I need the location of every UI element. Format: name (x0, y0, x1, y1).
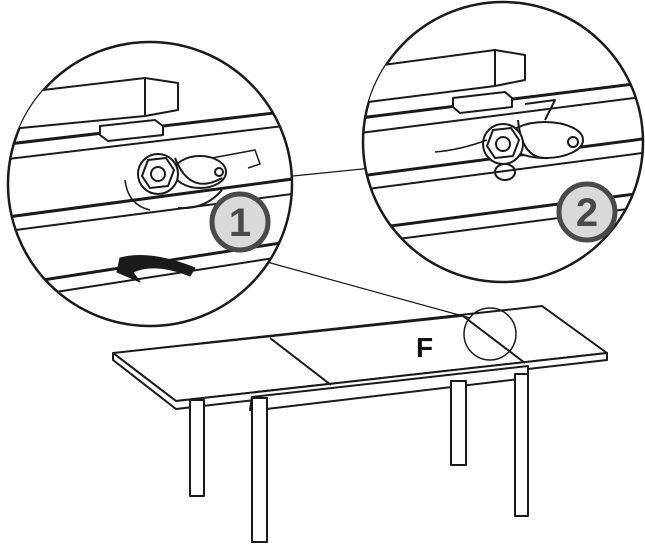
leader-line-1 (266, 261, 471, 319)
svg-text:2: 2 (576, 191, 598, 235)
table (112, 305, 608, 543)
latch-icon (434, 99, 584, 181)
step-badge-2: 2 (556, 181, 618, 243)
leg-front-right (514, 373, 529, 517)
step-badge-1: 1 (209, 191, 271, 253)
extension-leaf-outline (189, 315, 464, 346)
bracket-2 (452, 91, 513, 114)
leader-lines (266, 167, 471, 319)
table-apron (249, 365, 529, 411)
extension-seam-right (462, 315, 526, 364)
leg-back-left (189, 399, 205, 497)
leader-line-2 (292, 167, 373, 177)
curved-arrow-icon (116, 255, 196, 283)
part-label-f: F (416, 332, 433, 363)
svg-text:1: 1 (229, 201, 251, 245)
detail-view-1: 1 (6, 40, 294, 328)
detail-view-2: 2 (361, 0, 645, 284)
latch-icon (124, 149, 261, 211)
bracket-1 (99, 119, 164, 142)
table-top-edge (112, 352, 608, 410)
extension-seam-left (269, 337, 332, 386)
detail-circle-f (463, 307, 517, 361)
leg-back-right (450, 380, 467, 466)
leg-front-left (251, 397, 268, 543)
